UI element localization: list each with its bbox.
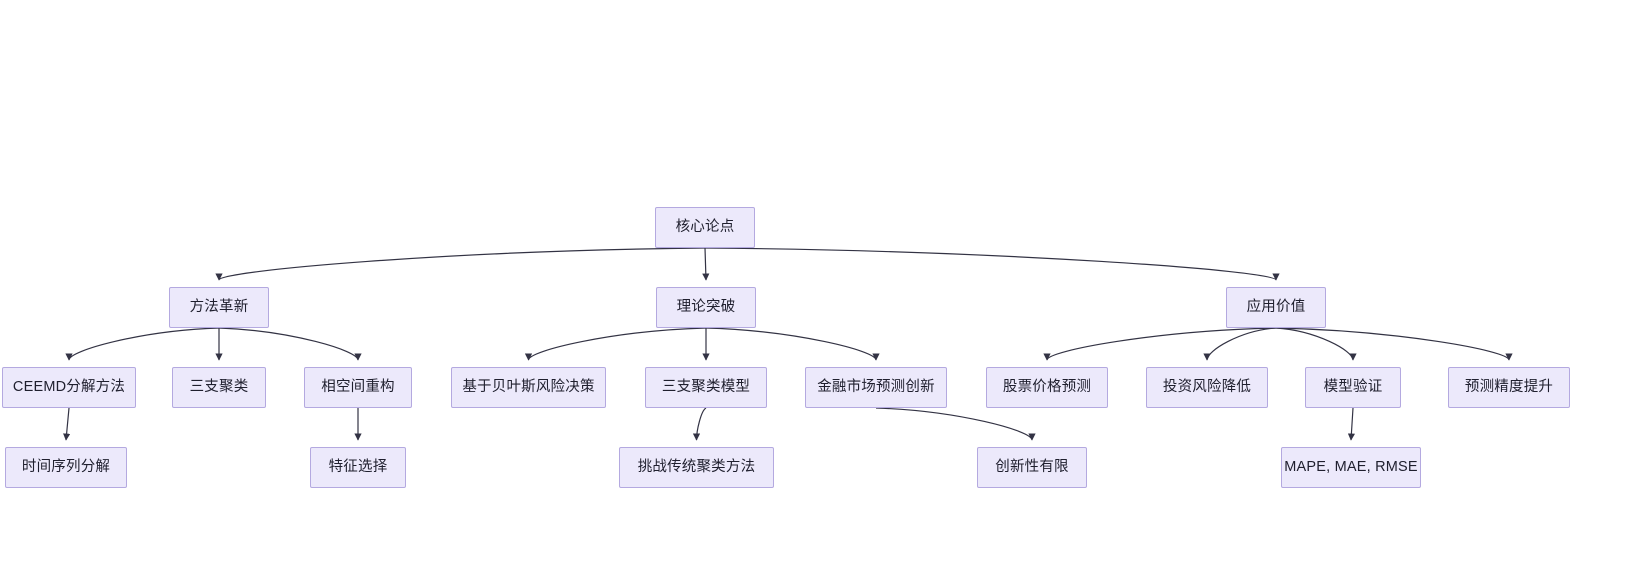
diagram-node-label: 挑战传统聚类方法 xyxy=(637,459,756,476)
diagram-node-label: 模型验证 xyxy=(1323,379,1383,396)
diagram-node[interactable]: 三支聚类 xyxy=(172,367,266,408)
diagram-edge xyxy=(1275,327,1513,361)
diagram-node-label: 三支聚类模型 xyxy=(661,379,751,396)
diagram-edge xyxy=(215,247,706,281)
diagram-node-label: 方法革新 xyxy=(189,299,249,316)
diagram-edge xyxy=(63,407,71,441)
diagram-edge xyxy=(218,327,362,361)
diagram-node-label: 核心论点 xyxy=(675,219,735,236)
diagram-edge xyxy=(1043,327,1277,361)
diagram-node[interactable]: 金融市场预测创新 xyxy=(805,367,947,408)
diagram-node-label: 金融市场预测创新 xyxy=(817,379,935,396)
diagram-node[interactable]: 三支聚类模型 xyxy=(645,367,767,408)
diagram-node[interactable]: 投资风险降低 xyxy=(1146,367,1268,408)
diagram-node-label: 应用价值 xyxy=(1246,299,1306,316)
diagram-node-label: 相空间重构 xyxy=(321,379,395,396)
diagram-node[interactable]: 股票价格预测 xyxy=(986,367,1108,408)
diagram-node-label: 投资风险降低 xyxy=(1162,379,1252,396)
diagram-node[interactable]: 方法革新 xyxy=(169,287,269,328)
diagram-edge xyxy=(875,407,1036,441)
diagram-node[interactable]: 模型验证 xyxy=(1305,367,1401,408)
diagram-node-label: 股票价格预测 xyxy=(1002,379,1092,396)
diagram-edge xyxy=(65,327,220,361)
diagram-edge xyxy=(524,327,707,361)
diagram-edge xyxy=(702,247,710,281)
diagram-node[interactable]: 特征选择 xyxy=(310,447,406,488)
diagram-node-label: 特征选择 xyxy=(328,459,388,476)
diagram-node[interactable]: 创新性有限 xyxy=(977,447,1087,488)
diagram-edge xyxy=(1203,327,1277,361)
diagram-node[interactable]: 挑战传统聚类方法 xyxy=(619,447,774,488)
diagram-node-label: 预测精度提升 xyxy=(1464,379,1554,396)
diagram-node[interactable]: 理论突破 xyxy=(656,287,756,328)
diagram-edge xyxy=(705,327,880,361)
diagram-node[interactable]: 应用价值 xyxy=(1226,287,1326,328)
diagram-node[interactable]: MAPE, MAE, RMSE xyxy=(1281,447,1421,488)
diagram-node-label: CEEMD分解方法 xyxy=(12,379,126,396)
diagram-node[interactable]: CEEMD分解方法 xyxy=(2,367,136,408)
diagram-node[interactable]: 时间序列分解 xyxy=(5,447,127,488)
diagram-node[interactable]: 基于贝叶斯风险决策 xyxy=(451,367,606,408)
diagram-node[interactable]: 相空间重构 xyxy=(304,367,412,408)
diagram-node-label: 理论突破 xyxy=(676,299,736,316)
diagram-edge xyxy=(1347,407,1355,441)
diagram-edge xyxy=(704,247,1280,281)
diagram-node-label: MAPE, MAE, RMSE xyxy=(1284,459,1418,476)
diagram-node-label: 三支聚类 xyxy=(189,379,249,396)
diagram-node-label: 时间序列分解 xyxy=(21,459,111,476)
diagram-node-label: 创新性有限 xyxy=(995,459,1069,476)
diagram-node-label: 基于贝叶斯风险决策 xyxy=(462,379,595,396)
diagram-node[interactable]: 核心论点 xyxy=(655,207,755,248)
diagram-edge xyxy=(1275,327,1357,361)
diagram-edge xyxy=(692,407,707,441)
diagram-node[interactable]: 预测精度提升 xyxy=(1448,367,1570,408)
edge-paths xyxy=(63,247,1513,441)
